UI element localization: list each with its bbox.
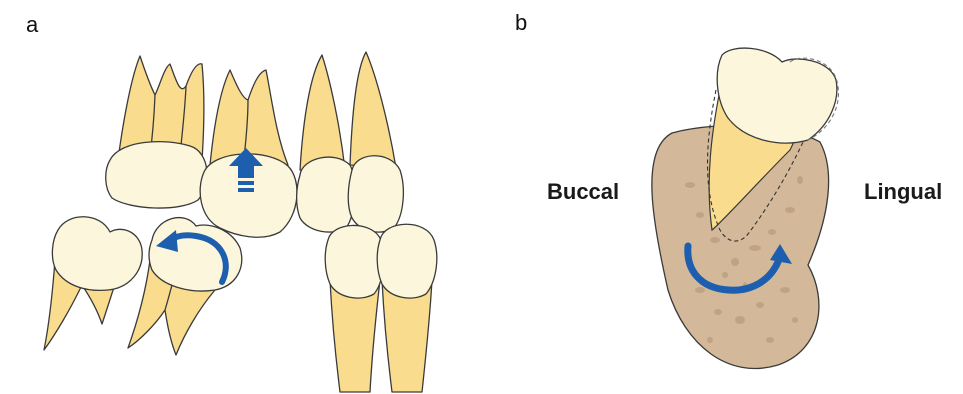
- upper-canine-crown: [297, 157, 355, 232]
- lower-molar-crown: [52, 217, 142, 291]
- upper-canine-root: [300, 55, 345, 170]
- upper-tooth-1-crown: [106, 142, 207, 208]
- upper-incisor-root: [350, 52, 396, 168]
- lingual-label: Lingual: [864, 179, 942, 205]
- lower-incisor-1-crown: [325, 225, 383, 298]
- panel-a-label: a: [26, 12, 38, 38]
- lower-incisor-2-crown: [377, 224, 437, 298]
- panel-b-diagram: [652, 48, 839, 368]
- upper-tooth-2-root: [210, 70, 288, 165]
- buccal-label: Buccal: [547, 179, 619, 205]
- upper-incisor-crown: [348, 156, 403, 232]
- panel-b-label: b: [515, 10, 527, 36]
- panel-a-diagram: [44, 52, 437, 392]
